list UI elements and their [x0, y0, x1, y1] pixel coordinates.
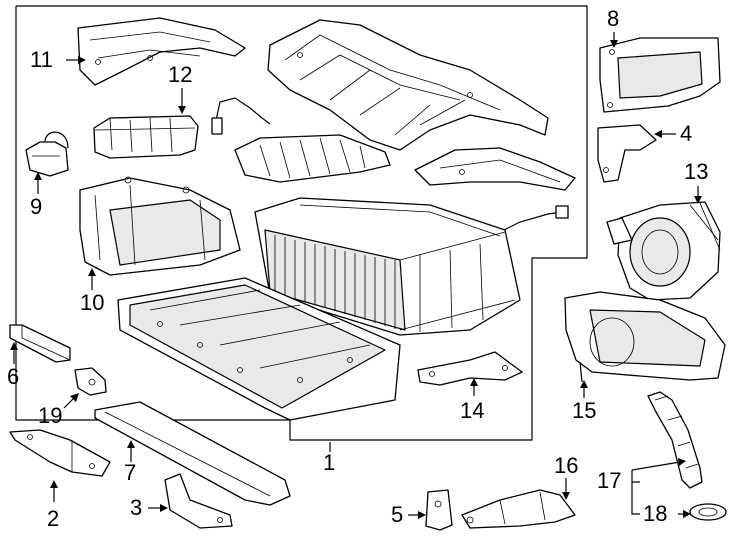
part-3-bracket	[164, 473, 233, 529]
callout-19: 19	[38, 403, 63, 428]
part-6-spacer-bar	[9, 324, 71, 363]
part-17-hose	[647, 391, 703, 489]
callout-6: 6	[7, 364, 20, 389]
part-9-service-plug	[25, 131, 69, 177]
battery-lower-case	[117, 277, 401, 421]
callout-18: 18	[643, 501, 668, 526]
part-11-duct-cover	[77, 17, 246, 86]
callout-9: 9	[30, 194, 43, 219]
part-7-insulator-panel	[94, 401, 291, 506]
callout-8: 8	[607, 6, 620, 31]
part-12-junction-block	[93, 115, 199, 159]
callout-14: 14	[460, 398, 485, 423]
part-13-blower-fan	[606, 201, 721, 301]
callout-10: 10	[80, 290, 105, 315]
part-4-bracket	[597, 124, 657, 183]
battery-frame-bracket	[234, 134, 391, 183]
cable-end	[555, 205, 569, 219]
callout-1: 1	[323, 450, 336, 475]
callout-7: 7	[124, 460, 137, 485]
part-10-battery-bracket	[79, 176, 241, 276]
part-15-air-duct	[564, 291, 726, 383]
part-2-bracket	[9, 429, 111, 477]
part-14-bracket	[417, 351, 523, 386]
callout-5: 5	[391, 502, 404, 527]
sensor-cable	[214, 97, 271, 126]
part-8-cover-plate	[599, 37, 721, 113]
part-16-bracket	[461, 489, 576, 529]
side-air-duct	[414, 147, 576, 191]
cable-connector	[211, 117, 223, 135]
callout-2: 2	[47, 506, 60, 531]
battery-top-cover	[267, 19, 549, 151]
callout-15: 15	[572, 398, 597, 423]
leader-lines	[10, 32, 702, 519]
callout-17: 17	[597, 468, 622, 493]
callout-11: 11	[30, 47, 53, 72]
part-19-bracket	[74, 367, 107, 396]
callout-4: 4	[680, 121, 693, 146]
callout-13: 13	[684, 159, 709, 184]
callout-16: 16	[554, 453, 579, 478]
part-18-grommet	[689, 503, 727, 521]
callout-12: 12	[168, 62, 193, 87]
callout-3: 3	[130, 495, 143, 520]
part-5-bracket	[425, 489, 453, 531]
